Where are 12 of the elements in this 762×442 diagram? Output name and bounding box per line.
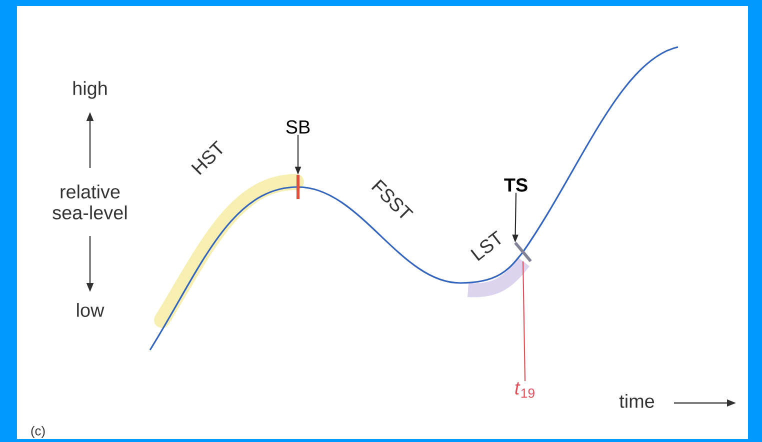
- node-label: SB: [286, 120, 310, 134]
- text-label: (c): [31, 426, 45, 438]
- text-label: LST: [470, 230, 501, 261]
- text-label: time: [619, 394, 654, 408]
- tick-mark: [296, 175, 300, 199]
- text-label: high: [73, 81, 107, 99]
- text-label: low: [77, 303, 104, 317]
- text-label: relative sea-level: [52, 184, 127, 220]
- tick-mark: [514, 242, 532, 262]
- node-label: t$_{19}$: [515, 382, 534, 398]
- node-label: TS: [504, 178, 528, 192]
- leader-line: [522, 261, 526, 381]
